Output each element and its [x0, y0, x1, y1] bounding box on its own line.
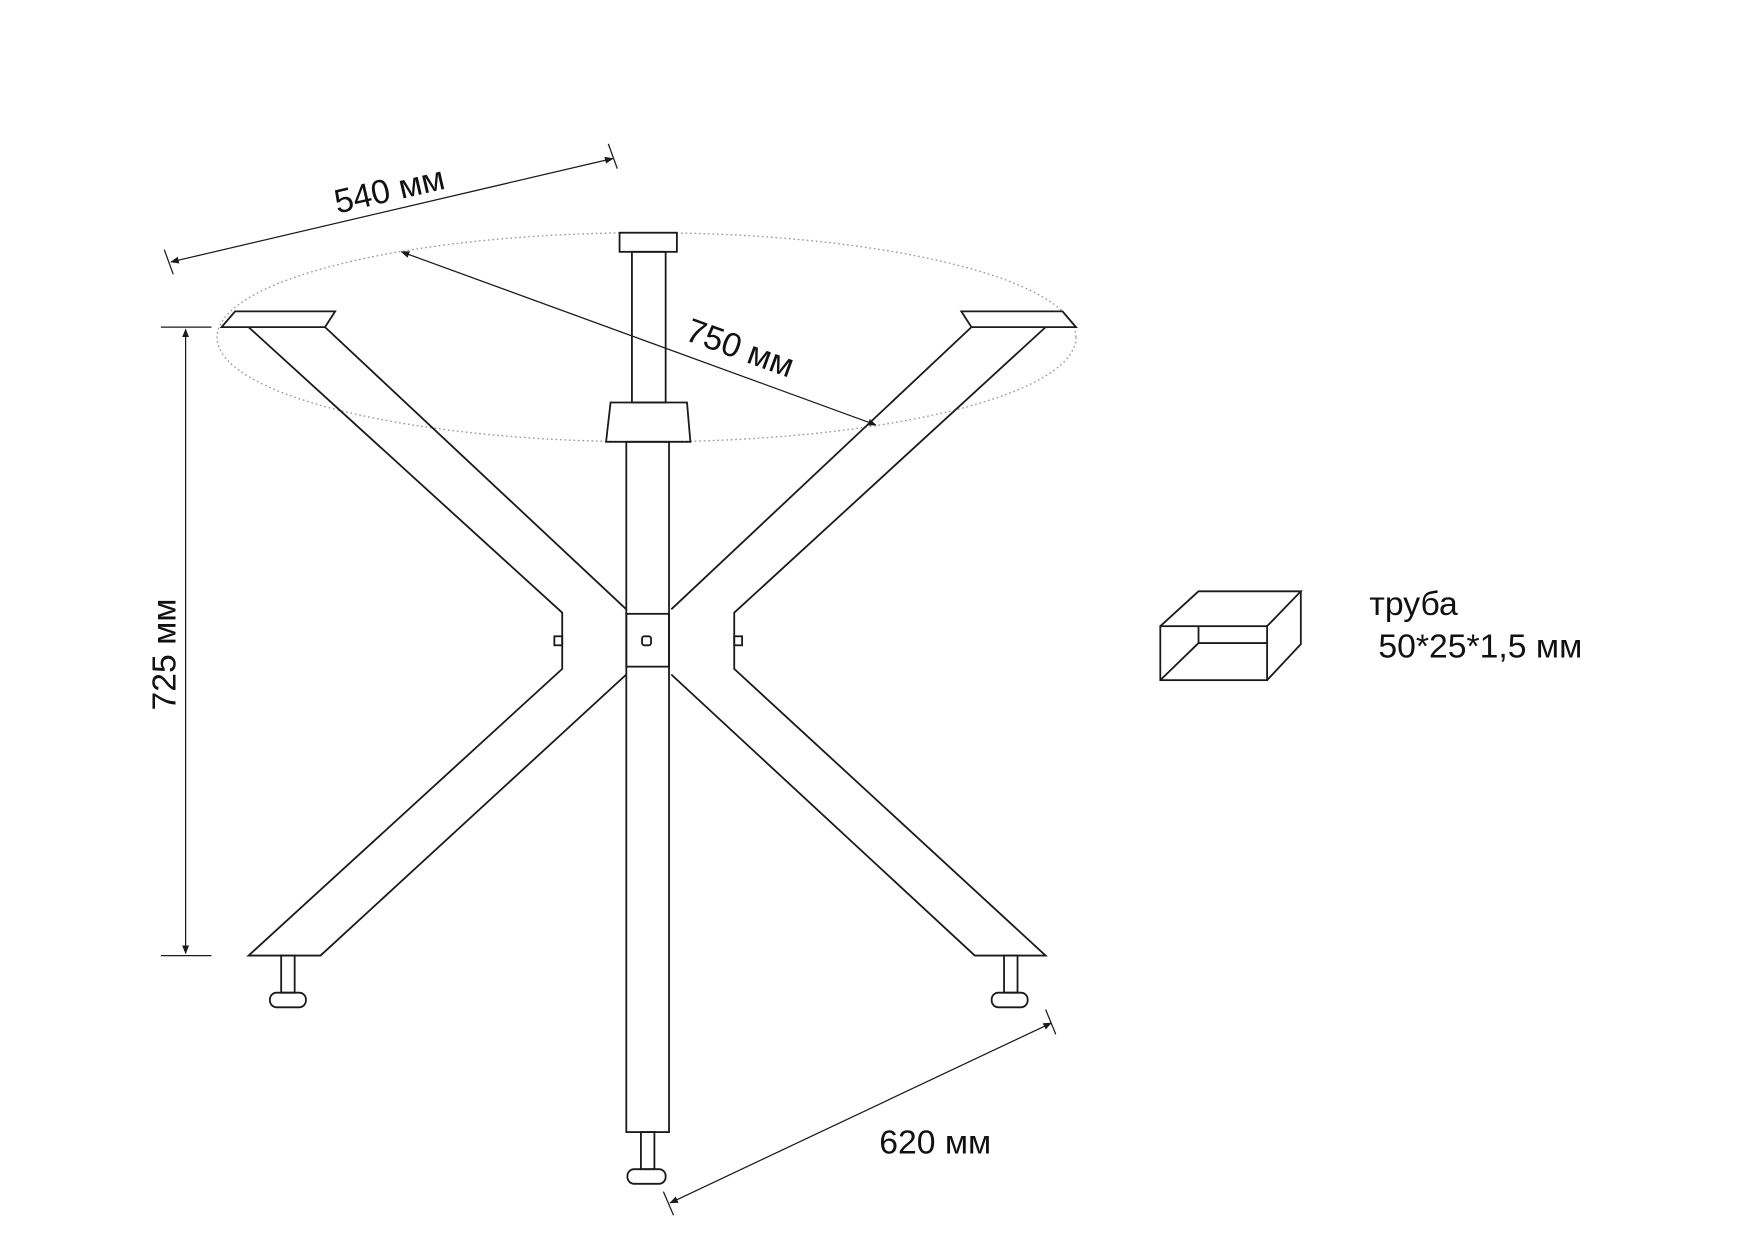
tube-material-label: труба — [1369, 585, 1458, 623]
center-connector — [625, 612, 670, 668]
right-leg — [670, 310, 1078, 1009]
dimension-725: 725 мм — [145, 326, 212, 957]
tube-profile-label: 50*25*1,5 мм — [1378, 628, 1582, 666]
dimension-540: 540 мм — [163, 143, 618, 275]
adjustable-foot-stem — [640, 1131, 656, 1171]
left-leg — [219, 310, 627, 1009]
dimension-540-label: 540 мм — [331, 159, 449, 221]
dimension-750: 750 мм — [400, 251, 877, 426]
dimension-725-label: 725 мм — [145, 598, 183, 710]
central-column — [605, 231, 692, 1185]
dimension-620: 620 мм — [662, 1009, 1057, 1216]
adjustable-foot-pad — [626, 1168, 667, 1185]
dimension-620-label: 620 мм — [879, 1123, 991, 1161]
tabletop-outline — [216, 232, 1077, 443]
dimension-750-label: 750 мм — [681, 311, 799, 385]
rectangular-tube-icon — [1159, 590, 1303, 682]
